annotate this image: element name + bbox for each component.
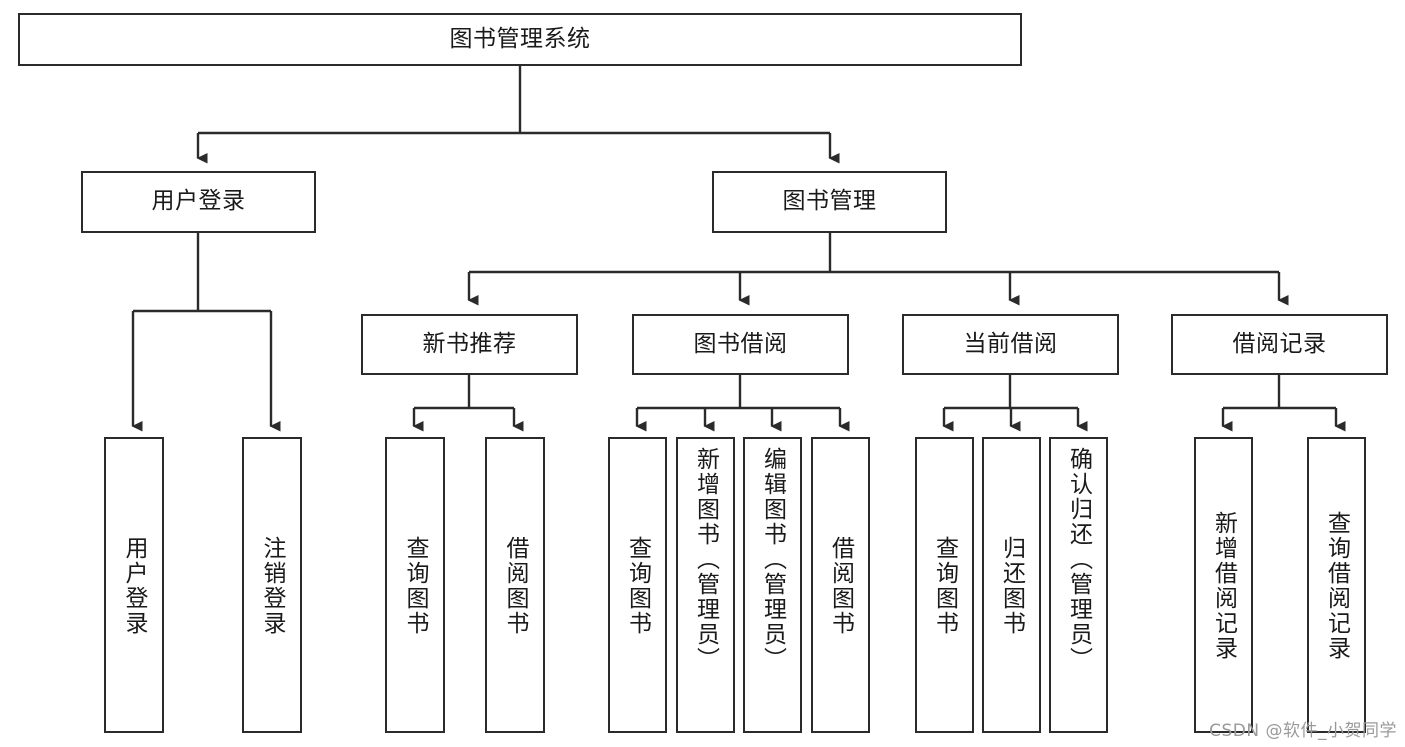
node-leaf-query-book-current[interactable]: 查询图书 (915, 437, 974, 733)
node-label: 借阅图书 (827, 536, 854, 636)
node-leaf-borrow-book-recommend[interactable]: 借阅图书 (485, 437, 545, 733)
node-label: 图书管理系统 (449, 25, 591, 52)
node-leaf-edit-book-admin[interactable]: 编辑图书（管理员） (743, 437, 802, 733)
node-label: 用户登录 (151, 188, 246, 215)
node-leaf-borrow-book[interactable]: 借阅图书 (811, 437, 870, 733)
node-label: 新增借阅记录 (1210, 511, 1237, 661)
node-label: 查询图书 (624, 536, 651, 636)
node-label: 当前借阅 (963, 330, 1058, 357)
node-label: 编辑图书（管理员） (759, 447, 786, 672)
node-leaf-query-book-borrow[interactable]: 查询图书 (608, 437, 667, 733)
node-label: 新增图书（管理员） (692, 447, 719, 672)
node-leaf-query-borrow-record[interactable]: 查询借阅记录 (1307, 437, 1366, 733)
watermark-text: CSDN @软件_小贺同学 (1209, 721, 1397, 741)
node-leaf-user-login[interactable]: 用户登录 (104, 437, 164, 733)
node-book-borrow[interactable]: 图书借阅 (632, 314, 849, 375)
node-label: 借阅记录 (1232, 330, 1327, 357)
node-root-book-management-system[interactable]: 图书管理系统 (18, 13, 1022, 66)
node-label: 图书借阅 (693, 330, 788, 357)
node-label: 用户登录 (121, 536, 148, 636)
node-current-borrow[interactable]: 当前借阅 (902, 314, 1119, 375)
node-user-login[interactable]: 用户登录 (81, 171, 316, 233)
node-label: 图书管理 (782, 188, 877, 215)
node-leaf-return-book[interactable]: 归还图书 (982, 437, 1041, 733)
node-leaf-logout[interactable]: 注销登录 (242, 437, 302, 733)
node-label: 查询图书 (931, 536, 958, 636)
node-leaf-query-book-recommend[interactable]: 查询图书 (385, 437, 445, 733)
node-leaf-add-borrow-record[interactable]: 新增借阅记录 (1194, 437, 1253, 733)
node-label: 借阅图书 (502, 536, 529, 636)
node-label: 查询借阅记录 (1323, 511, 1350, 661)
node-leaf-add-book-admin[interactable]: 新增图书（管理员） (676, 437, 735, 733)
node-new-book-recommend[interactable]: 新书推荐 (361, 314, 578, 375)
node-leaf-confirm-return-admin[interactable]: 确认归还（管理员） (1049, 437, 1108, 733)
node-label: 注销登录 (259, 536, 286, 636)
node-label: 归还图书 (998, 536, 1025, 636)
node-label: 查询图书 (402, 536, 429, 636)
node-borrow-record[interactable]: 借阅记录 (1171, 314, 1388, 375)
node-label: 确认归还（管理员） (1065, 447, 1092, 672)
node-label: 新书推荐 (422, 330, 517, 357)
node-book-management[interactable]: 图书管理 (712, 171, 947, 233)
